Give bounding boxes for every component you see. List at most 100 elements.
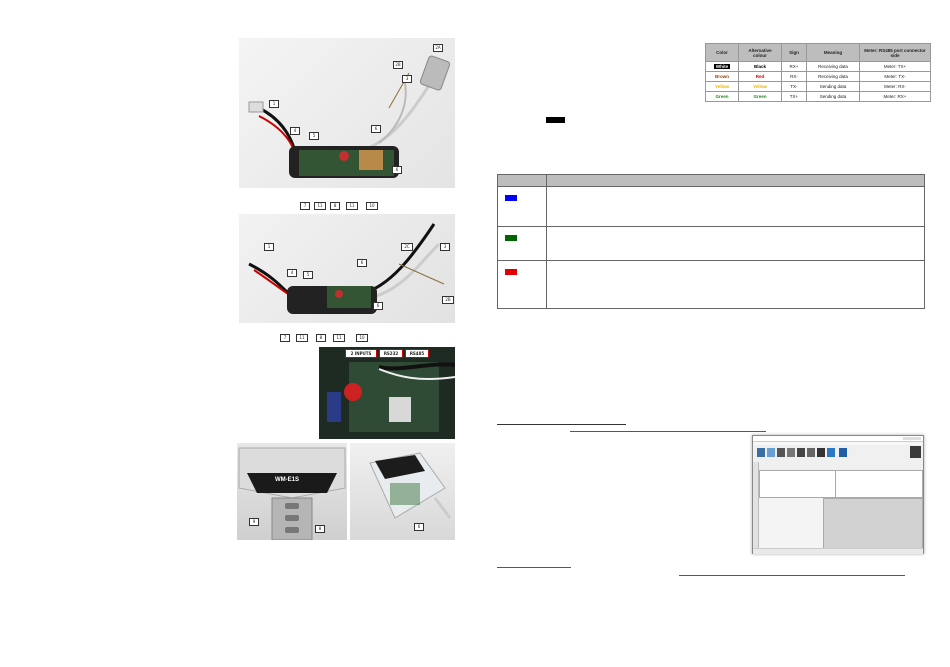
meaning-cell: Sending data <box>806 91 860 102</box>
callout-label: 8 <box>316 334 326 342</box>
hyperlink-underline[interactable] <box>570 431 766 432</box>
callout-label: 8 <box>315 525 325 533</box>
callout-label: 4 <box>290 127 300 135</box>
col-header-sign: Sign <box>781 43 807 62</box>
device-drawing-1 <box>248 55 451 178</box>
led-col-header <box>497 174 547 187</box>
callout-label: 1 <box>264 243 274 251</box>
table-row: Yellow Yellow TX- Sending data Meter: RX… <box>705 81 931 92</box>
green-led-swatch <box>505 235 517 241</box>
callout-label: 10 <box>356 334 368 342</box>
din-rail-drawing <box>238 447 346 540</box>
led-description <box>546 186 925 227</box>
callout-label: 11 <box>296 334 308 342</box>
table-row: Brown Red RX- Receiving data Meter: TX- <box>705 71 931 82</box>
col-header-meaning: Meaning <box>806 43 860 62</box>
callout-label: 8 <box>330 202 340 210</box>
header-label-rs485: RS485 <box>405 349 429 358</box>
callout-label: 1 <box>269 100 279 108</box>
din-rail-photo: WM-E1S 9 8 <box>237 443 347 540</box>
meter-cell: Meter: RX- <box>859 81 931 92</box>
color-cell: Yellow <box>705 81 739 92</box>
sign-cell: TX- <box>781 81 807 92</box>
meaning-cell: Sending data <box>806 81 860 92</box>
device-drawing-2 <box>248 223 445 314</box>
callout-label: 7 <box>300 202 310 210</box>
menu-bar <box>753 442 923 445</box>
meaning-cell: Receiving data <box>806 71 860 82</box>
footnote-separator <box>497 424 626 425</box>
configuration-software-window <box>752 435 924 554</box>
led-description <box>546 260 925 309</box>
callout-label: 4 <box>287 269 297 277</box>
toolbar-icons <box>757 448 847 457</box>
meaning-cell: Receiving data <box>806 61 860 72</box>
callout-label: 6 <box>357 259 367 267</box>
parameter-list-panel <box>759 470 841 498</box>
footnote-separator <box>497 567 571 568</box>
table-row <box>497 186 925 227</box>
color-cell: Brown <box>705 71 739 82</box>
callout-label: 11 <box>314 202 326 210</box>
callout-label: 7 <box>280 334 290 342</box>
window-titlebar <box>753 436 923 442</box>
sign-cell: TX+ <box>781 91 807 102</box>
device-photo-1: 1 4 5 2A 2B 3 6 6 <box>239 38 455 188</box>
hyperlink-underline[interactable] <box>679 575 905 576</box>
table-row <box>497 226 925 261</box>
board-closeup-photo: 2 INPUTS RS232 RS485 <box>319 347 455 439</box>
wire-color-table: Color Alternative colour Sign Meaning Me… <box>705 43 931 102</box>
device-label: WM-E1S <box>275 477 299 483</box>
color-cell: Green <box>705 91 739 102</box>
black-marker <box>546 117 565 123</box>
sign-cell: RX- <box>781 71 807 82</box>
description-col-header <box>546 174 925 187</box>
alt-color-cell: Red <box>738 71 782 82</box>
callout-label: 5 <box>303 271 313 279</box>
col-header-meter: Meter: RS485 port connector side <box>859 43 931 62</box>
meter-cell: Meter: RX+ <box>859 91 931 102</box>
blue-led-swatch <box>505 195 517 201</box>
callout-label: 6 <box>392 166 402 174</box>
meter-cell: Meter: TX- <box>859 71 931 82</box>
col-header-color: Color <box>705 43 739 62</box>
alt-color-cell: Yellow <box>738 81 782 92</box>
sign-cell: RX+ <box>781 61 807 72</box>
enclosure-photo: 6 <box>350 443 455 540</box>
led-description <box>546 226 925 261</box>
device-logo <box>910 446 921 458</box>
callout-label: 3 <box>440 243 450 251</box>
settings-grid <box>823 498 923 550</box>
callout-label: 5 <box>309 132 319 140</box>
status-bar <box>753 548 923 554</box>
header-label-inputs: 2 INPUTS <box>345 349 377 358</box>
table-row <box>497 260 925 309</box>
red-led-swatch <box>505 269 517 275</box>
callout-label: 2B <box>393 61 403 69</box>
alt-color-cell: Green <box>738 91 782 102</box>
callout-label: 11 <box>346 202 358 210</box>
callout-label: 11 <box>333 334 345 342</box>
color-cell: White <box>713 64 731 69</box>
window-controls <box>903 437 921 440</box>
enclosure-drawing <box>369 452 452 519</box>
settings-form <box>759 498 823 548</box>
parameter-detail-panel <box>835 470 923 498</box>
callout-label: 2C <box>401 243 413 251</box>
device-photo-2: 1 4 5 6 2C 3 2B 6 <box>239 214 455 323</box>
toolbar <box>755 446 865 460</box>
table-row: Green Green TX+ Sending data Meter: RX+ <box>705 91 931 102</box>
callout-label: 2A <box>433 44 443 52</box>
side-tabs <box>753 462 759 552</box>
board-drawing <box>319 347 455 439</box>
table-row: White Black RX+ Receiving data Meter: TX… <box>705 61 931 72</box>
callout-label: 6 <box>414 523 424 531</box>
header-label-rs232: RS232 <box>379 349 403 358</box>
callout-label: 2B <box>442 296 454 304</box>
meter-cell: Meter: TX+ <box>859 61 931 72</box>
col-header-alt: Alternative colour <box>738 43 782 62</box>
callout-label: 3 <box>402 75 412 83</box>
callout-label: 9 <box>249 518 259 526</box>
alt-color-cell: Black <box>738 61 782 72</box>
callout-label: 10 <box>366 202 378 210</box>
